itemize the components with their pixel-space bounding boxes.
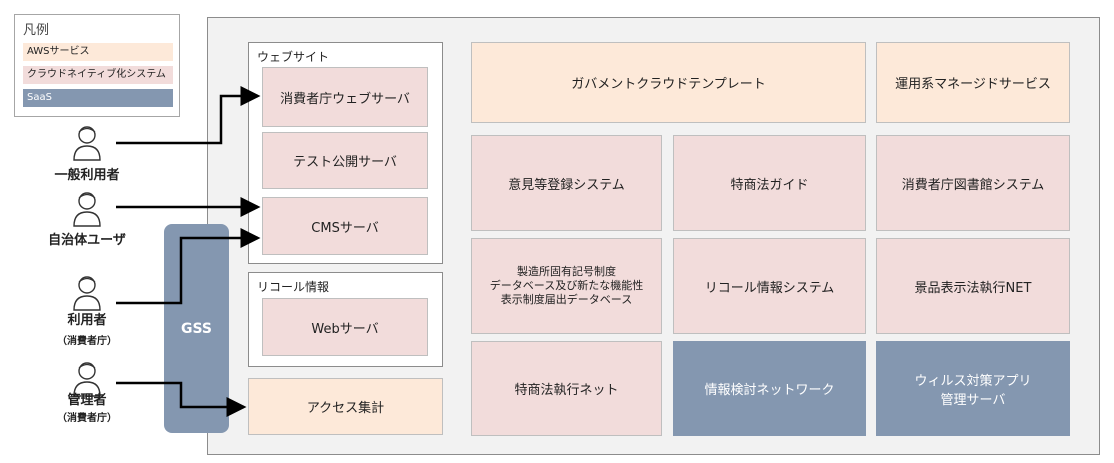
arrow-general-user [116, 86, 261, 145]
cms-server: CMSサーバ [262, 197, 428, 255]
legend: 凡例 AWSサービス クラウドネイティブ化システム SaaS [14, 14, 180, 117]
arrow-user [116, 228, 261, 305]
keihin-net: 景品表示法執行NET [876, 238, 1070, 334]
tokushoho-net: 特商法執行ネット [471, 341, 662, 436]
recall-group: リコール情報 Webサーバ [248, 272, 443, 367]
recall-group-title: リコール情報 [257, 280, 330, 294]
user-label-general: 一般利用者 [54, 168, 120, 183]
website-group: ウェブサイト 消費者庁ウェブサーバ テスト公開サーバ CMSサーバ [248, 42, 443, 264]
user-label-municipal: 自治体ユーザ [48, 233, 126, 248]
test-server: テスト公開サーバ [262, 132, 428, 189]
person-icon [72, 190, 102, 232]
website-group-title: ウェブサイト [257, 50, 330, 64]
legend-item-saas: SaaS [23, 89, 173, 107]
legend-item-cloud-native: クラウドネイティブ化システム [23, 66, 173, 84]
legend-title: 凡例 [23, 23, 50, 38]
consumer-web-server: 消費者庁ウェブサーバ [262, 67, 428, 127]
info-network: 情報検討ネットワーク [673, 341, 866, 436]
gss-block: GSS [164, 224, 229, 433]
legend-item-aws: AWSサービス [23, 43, 173, 61]
user-label-user: 利用者 [67, 313, 107, 328]
user-label-admin: 管理者 [67, 393, 107, 408]
opinion-system: 意見等登録システム [471, 135, 662, 231]
access-analytics: アクセス集計 [248, 378, 443, 435]
recall-web-server: Webサーバ [262, 298, 428, 356]
arrow-admin [116, 381, 247, 417]
manufacturer-database: 製造所固有記号制度 データベース及び新たな機能性 表示制度届出データベース [471, 238, 662, 334]
person-icon [72, 274, 102, 316]
managed-services: 運用系マネージドサービス [876, 42, 1070, 123]
user-sub-admin: （消費者庁） [57, 413, 117, 424]
person-icon [72, 360, 102, 402]
library-system: 消費者庁図書館システム [876, 135, 1070, 231]
recall-system: リコール情報システム [673, 238, 866, 334]
user-sub-user: （消費者庁） [57, 336, 117, 347]
antivirus-server: ウィルス対策アプリ 管理サーバ [876, 341, 1070, 436]
gov-cloud-template: ガバメントクラウドテンプレート [471, 42, 866, 123]
person-icon [72, 124, 102, 166]
tokushoho-guide: 特商法ガイド [673, 135, 866, 231]
